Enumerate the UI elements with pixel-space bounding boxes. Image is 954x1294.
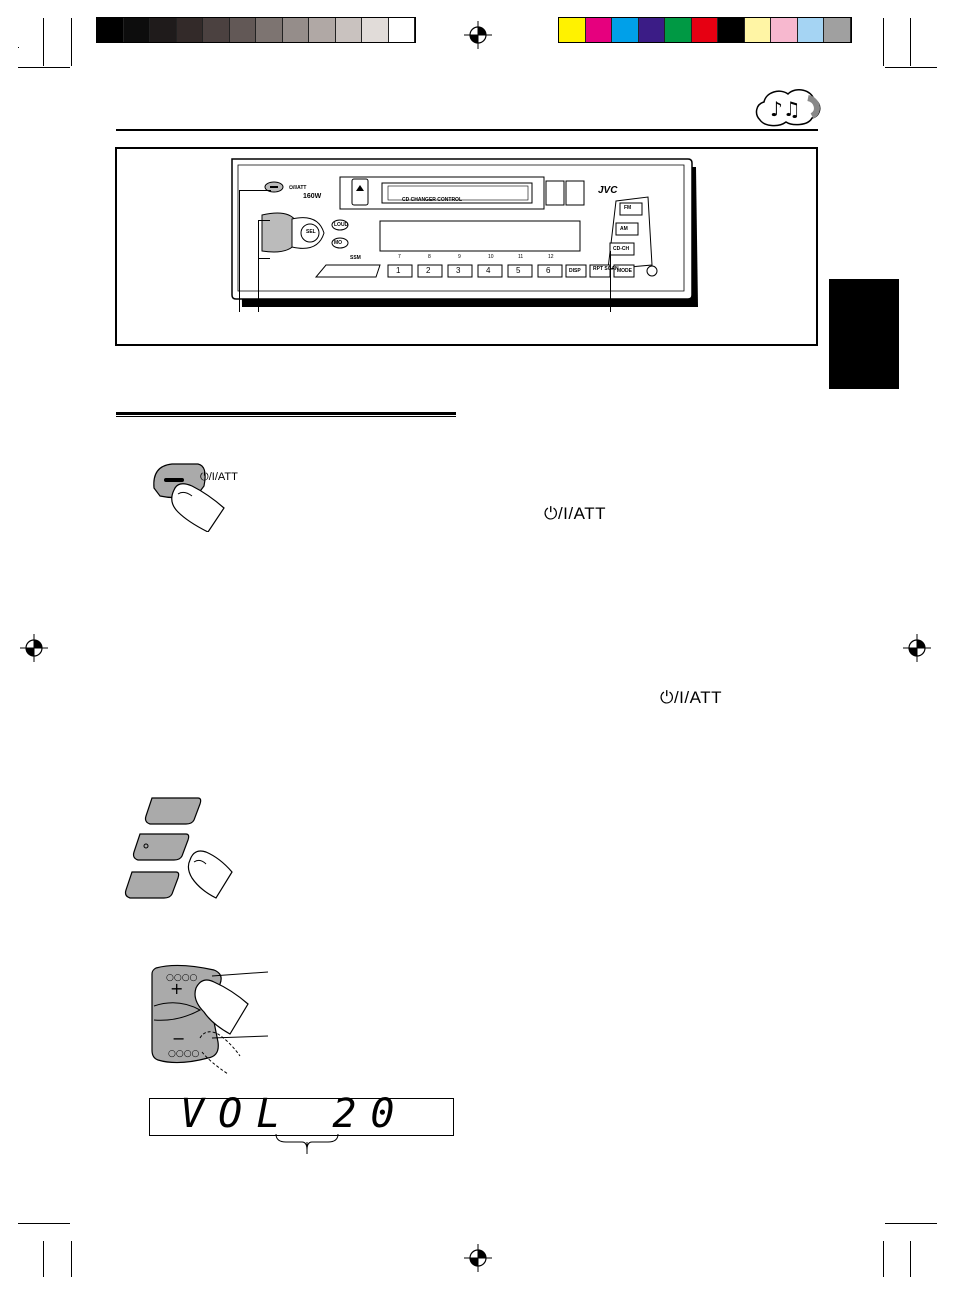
svg-text:−: − [172, 1029, 185, 1048]
power-button-label: ⏻/I/ATT [200, 471, 238, 483]
crop-mark [71, 18, 72, 66]
crop-mark [885, 67, 937, 68]
lcd-text: VOL 20 [180, 1091, 409, 1137]
crop-mark [885, 1223, 937, 1224]
att-reference-2: ⏻/I/ATT [660, 688, 722, 707]
preset-button-label: 2 [426, 266, 431, 275]
volume-buttons-press-illustration: ○○○○ + − ○○○○ [151, 964, 269, 1075]
crop-mark [883, 18, 884, 66]
crop-mark [18, 47, 19, 48]
crop-mark [910, 1241, 911, 1277]
registration-target-icon [464, 21, 492, 49]
header-rule [116, 129, 818, 131]
power-label: ⏻/I/ATT [289, 185, 307, 191]
callout-line [258, 220, 259, 312]
grey-swatch [229, 18, 256, 42]
section-rule [116, 412, 456, 417]
registration-target-icon [464, 1244, 492, 1272]
rpt-scan-button: RPT SCAN [593, 266, 619, 272]
preset-top-label: 7 [398, 254, 401, 260]
preset-top-label: 12 [548, 254, 554, 260]
preset-top-label: 8 [428, 254, 431, 260]
color-registration-bar [558, 17, 852, 43]
band-buttons-press-illustration [124, 797, 233, 899]
grey-swatch [97, 18, 124, 42]
color-swatch [559, 18, 586, 42]
music-notes-cloud-icon: ♪♫ [755, 88, 821, 127]
preset-button-label: 5 [516, 266, 521, 275]
color-swatch [638, 18, 665, 42]
disp-button: DISP [569, 268, 581, 274]
svg-text:+: + [170, 979, 183, 998]
preset-button-label: 4 [486, 266, 491, 275]
loud-button: LOUD [334, 222, 349, 228]
am-button: AM [620, 226, 628, 232]
mode-button: MODE [617, 268, 632, 274]
registration-target-icon [903, 634, 931, 662]
grey-swatch [282, 18, 309, 42]
callout-line [258, 220, 270, 221]
fm-button: FM [624, 205, 632, 211]
registration-target-icon [20, 634, 48, 662]
lcd-bracket [275, 1133, 339, 1154]
crop-mark [43, 1241, 44, 1277]
cdch-button: CD-CH [613, 246, 630, 252]
preset-top-label: 11 [518, 254, 524, 260]
device-figure-frame [115, 147, 818, 346]
crop-mark [43, 18, 44, 66]
svg-text:○○○○: ○○○○ [168, 1049, 200, 1059]
grey-swatch [388, 18, 415, 42]
color-swatch [744, 18, 771, 42]
crop-mark [883, 1241, 884, 1277]
att-reference-1: ⏻/I/ATT [544, 504, 606, 523]
car-stereo-illustration [231, 158, 698, 307]
color-swatch [612, 18, 639, 42]
crop-mark [910, 18, 911, 66]
grey-swatch [176, 18, 203, 42]
crop-mark [71, 1241, 72, 1277]
grey-swatch [203, 18, 230, 42]
preset-button-label: 1 [396, 266, 401, 275]
svg-text:○○○○: ○○○○ [166, 973, 198, 983]
preset-button-label: 3 [456, 266, 461, 275]
svg-text:♪♫: ♪♫ [770, 97, 801, 121]
color-swatch [824, 18, 851, 42]
preset-top-label: 9 [458, 254, 461, 260]
grey-swatch [362, 18, 389, 42]
callout-line [239, 190, 240, 312]
grey-swatch [256, 18, 283, 42]
callout-line [258, 258, 270, 259]
sel-button: SEL [306, 229, 316, 235]
color-swatch [691, 18, 718, 42]
grey-swatch [123, 18, 150, 42]
grey-registration-bar [96, 17, 416, 43]
crop-mark [18, 67, 70, 68]
color-swatch [665, 18, 692, 42]
power-button-press-illustration [153, 463, 225, 532]
callout-line [610, 251, 611, 312]
wattage-label: 160W [303, 193, 322, 200]
crop-mark [18, 1223, 70, 1224]
grey-swatch [335, 18, 362, 42]
callout-line [239, 190, 271, 191]
grey-swatch [150, 18, 177, 42]
color-swatch [585, 18, 612, 42]
cassette-label: CD CHANGER CONTROL [402, 197, 462, 203]
ssm-label: SSM [350, 255, 361, 261]
preset-button-label: 6 [546, 266, 551, 275]
lcd-display: VOL 20 [149, 1091, 454, 1137]
grey-swatch [309, 18, 336, 42]
color-swatch [797, 18, 824, 42]
color-swatch [718, 18, 745, 42]
mo-button: MO [334, 240, 343, 246]
section-tab [829, 279, 899, 389]
color-swatch [771, 18, 798, 42]
brand-logo: JVC [598, 185, 618, 196]
preset-top-label: 10 [488, 254, 494, 260]
